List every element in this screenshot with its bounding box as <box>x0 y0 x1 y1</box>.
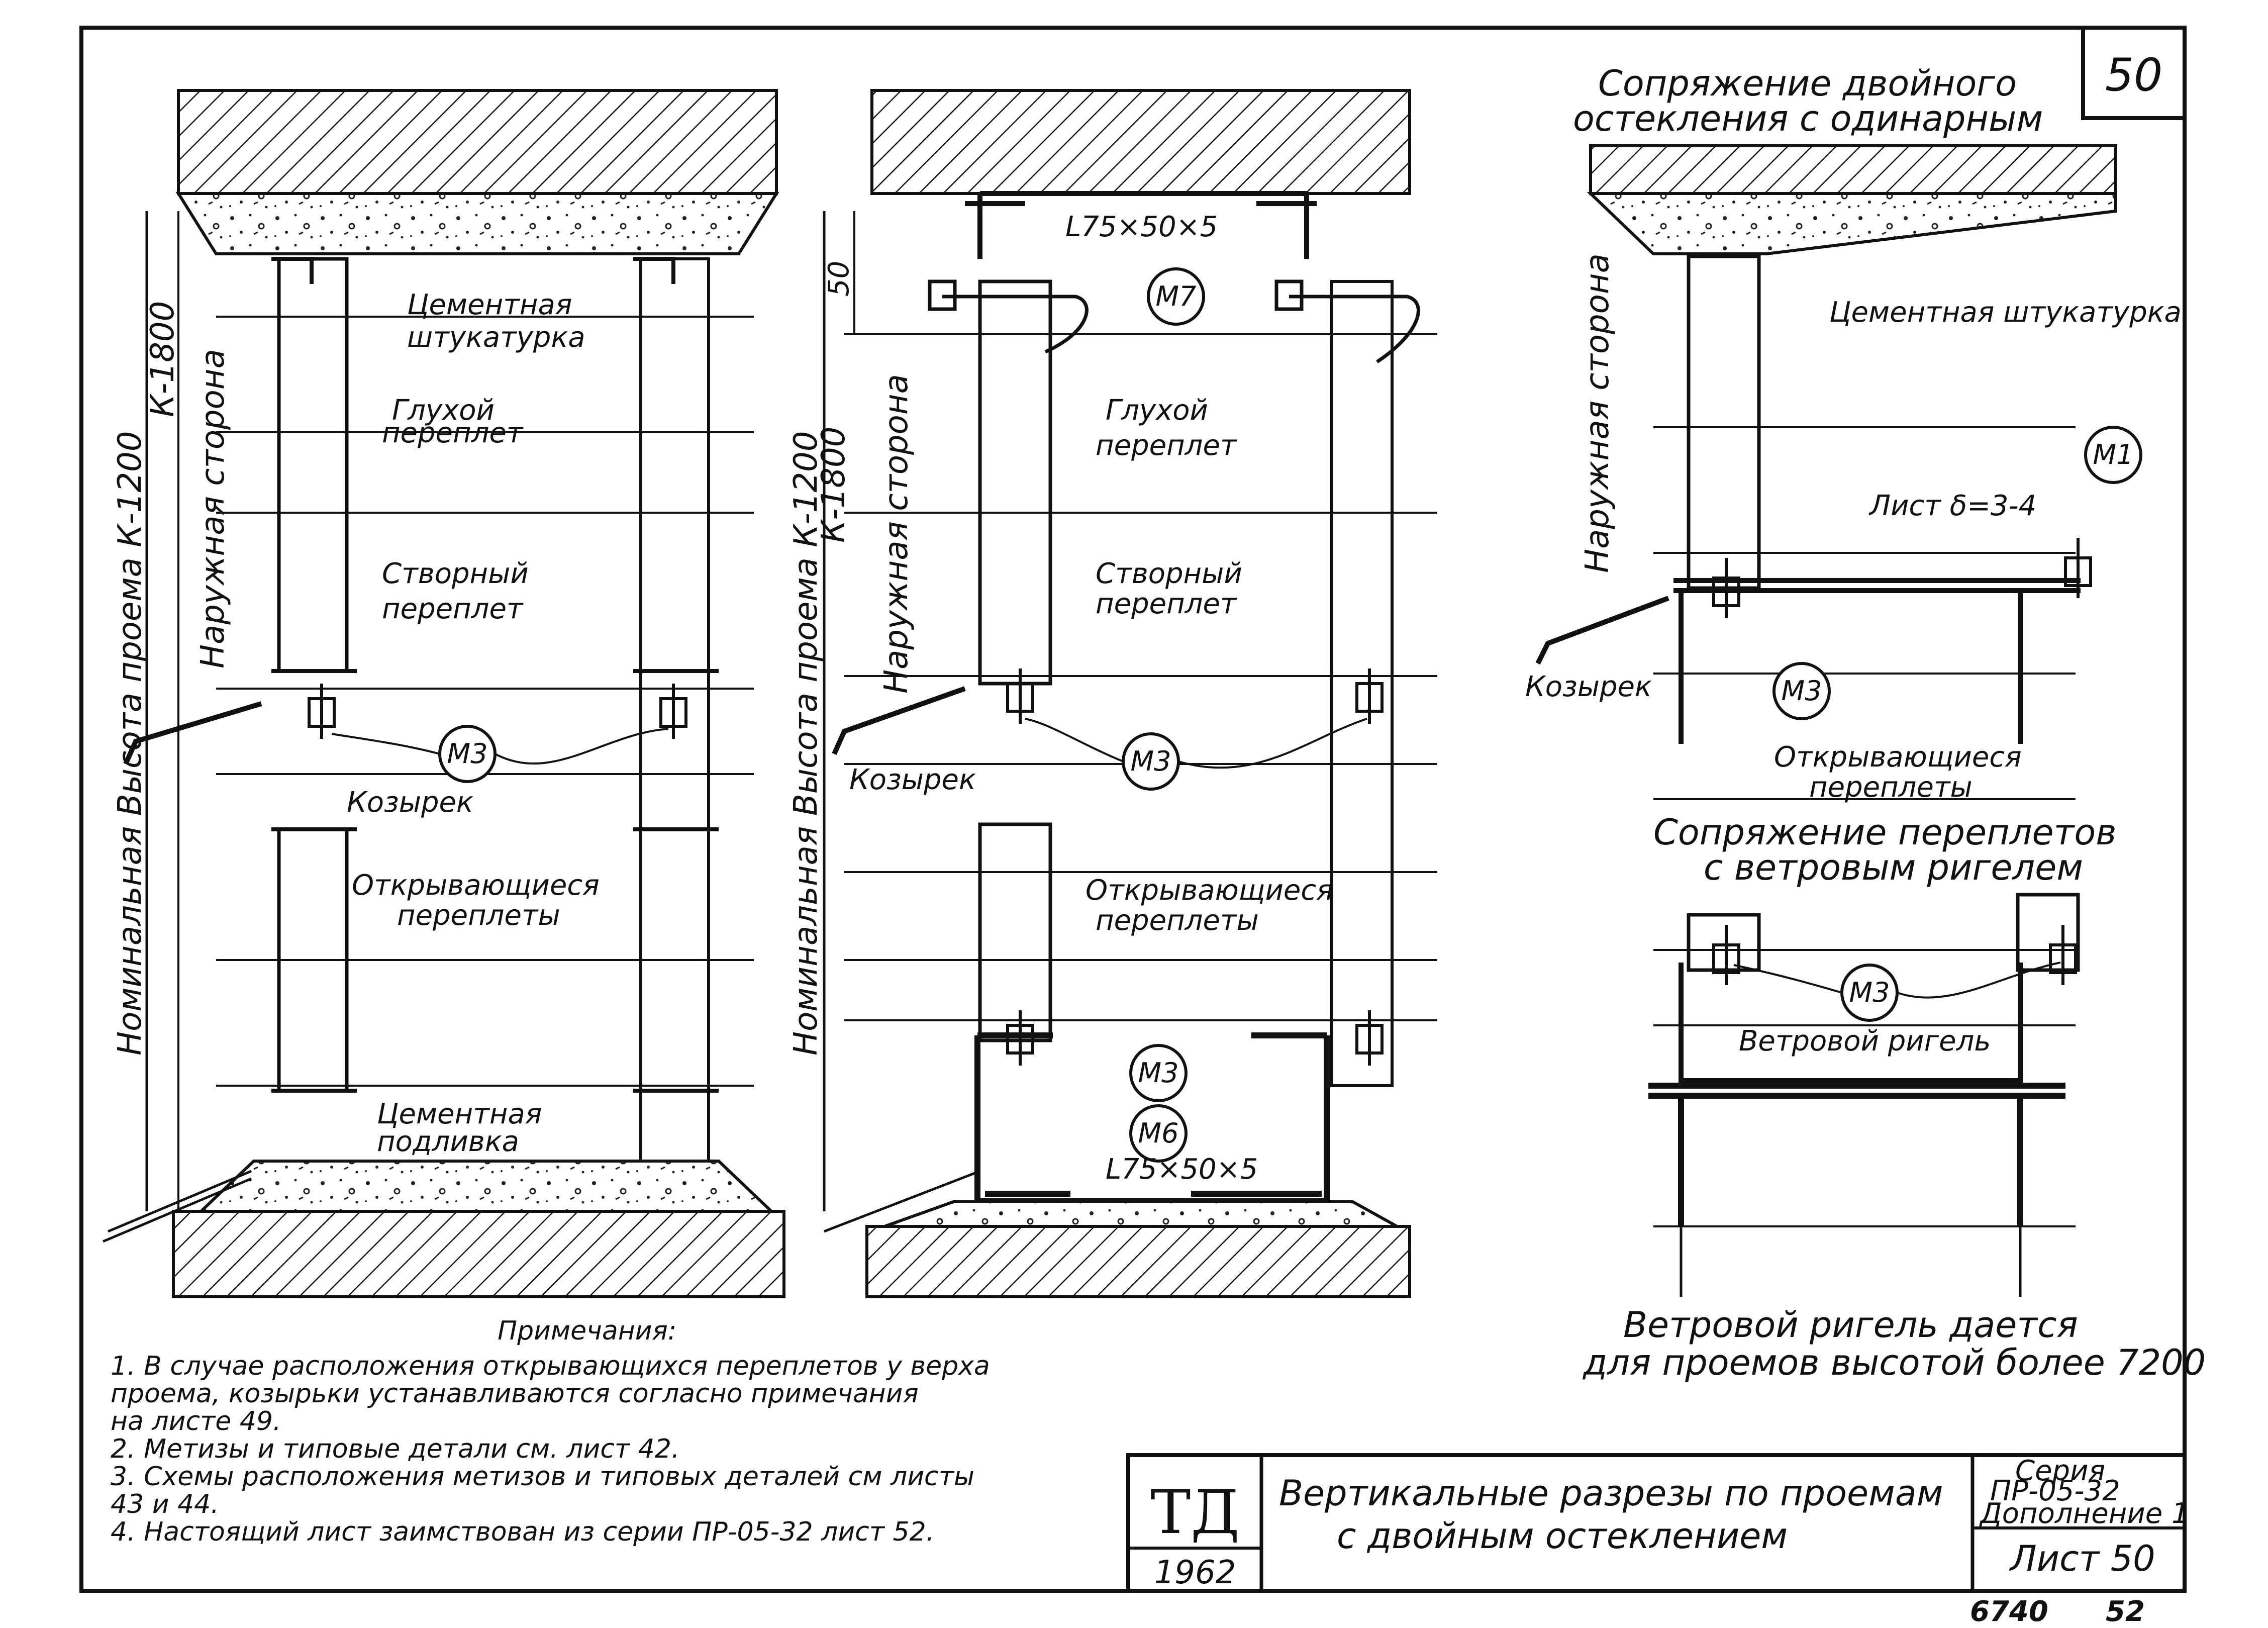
middle-angle-bottom: L75×50×5 <box>1106 1153 1258 1186</box>
right-plaster <box>1587 192 2117 255</box>
notes: Примечания: 1. В случае расположения отк… <box>111 1316 990 1547</box>
note-line: проема, козырьки устанавливаются согласн… <box>111 1379 919 1409</box>
svg-text:М3: М3 <box>1131 745 1171 777</box>
right-label-opening-2: переплеты <box>1809 771 1973 804</box>
sheet-number: 50 <box>2105 49 2163 102</box>
svg-text:М3: М3 <box>1138 1057 1179 1089</box>
svg-text:М1: М1 <box>2093 439 2134 470</box>
right-visor <box>1535 596 1669 665</box>
middle-label-fixed-2: переплет <box>1096 429 1237 462</box>
middle-dim-label: Номинальная Высота проема К-1200 <box>787 431 825 1056</box>
left-sill <box>172 1210 785 1298</box>
svg-text:М6: М6 <box>1138 1117 1179 1149</box>
title-block: ТД 1962 Вертикальные разрезы по проемам … <box>1126 1453 2190 1593</box>
left-label-plaster-2: штукатурка <box>407 321 585 354</box>
left-label-opening: Открывающиеся <box>352 869 600 902</box>
logo-td: ТД <box>1150 1478 1240 1548</box>
middle-label-hinged: Створный <box>1096 557 1242 590</box>
middle-lintel <box>870 89 1411 195</box>
left-label-hinged: Створный <box>382 557 529 590</box>
right-label-visor: Козырек <box>1525 671 1652 703</box>
middle-dim-50: 50 <box>823 261 855 297</box>
right-label-sheet: Лист δ=3-4 <box>1868 490 2036 522</box>
note-line: 1. В случае расположения открывающихся п… <box>111 1351 990 1381</box>
right-note-2: для проемов высотой более 7200 <box>1583 1342 2206 1383</box>
left-label-opening-2: переплеты <box>397 899 560 932</box>
middle-section: Номинальная Высота проема К-1200 К-1800 … <box>787 89 1437 1298</box>
left-lintel <box>177 89 778 195</box>
middle-angle-top: L75×50×5 <box>1065 211 1218 243</box>
right-label-wind-beam: Ветровой ригель <box>1739 1025 1991 1058</box>
left-side-label: Наружная сторона <box>194 349 232 668</box>
middle-mark-m7: М7 <box>1147 267 1205 326</box>
right-section: Сопряжение двойного остекления с одинарн… <box>1525 63 2206 1383</box>
svg-text:М3: М3 <box>447 738 488 770</box>
right-title-3: Сопряжение переплетов <box>1653 812 2116 853</box>
series-3: Дополнение 1 <box>1979 1497 2190 1530</box>
middle-mark-m3-upper: М3 <box>1122 732 1180 791</box>
middle-dim-label-2: К-1800 <box>815 427 852 543</box>
middle-label-hinged-2: переплет <box>1096 588 1237 620</box>
title-line-1: Вертикальные разрезы по проемам <box>1279 1473 1943 1514</box>
title-line-2: с двойным остеклением <box>1337 1515 1788 1557</box>
note-line: 3. Схемы расположения метизов и типовых … <box>111 1462 974 1492</box>
notes-heading: Примечания: <box>498 1316 676 1346</box>
right-title-1: Сопряжение двойного <box>1598 63 2017 104</box>
right-lintel <box>1589 144 2117 195</box>
middle-visor <box>832 686 966 755</box>
right-label-opening: Открывающиеся <box>1774 741 2022 774</box>
left-label-fixed-2: переплет <box>382 417 524 449</box>
note-line: 4. Настоящий лист заимствован из серии П… <box>111 1517 934 1547</box>
note-line: 2. Метизы и типовые детали см. лист 42. <box>111 1434 679 1464</box>
left-plaster <box>175 192 779 255</box>
svg-text:М7: М7 <box>1156 280 1197 312</box>
right-side-label: Наружная сторона <box>1579 253 1616 573</box>
middle-label-visor: Козырек <box>849 763 976 796</box>
left-label-plaster: Цементная <box>407 289 572 321</box>
series-2: ПР-05-32 <box>1990 1475 2120 1507</box>
left-visor <box>123 701 262 765</box>
sheet-label: Лист 50 <box>2009 1538 2155 1579</box>
right-mark-m3-top: М3 <box>1772 662 1831 720</box>
left-dim-label: Номинальная Высота проема К-1200 <box>112 431 149 1056</box>
middle-label-opening: Открывающиеся <box>1086 874 1333 907</box>
note-line: на листе 49. <box>111 1406 281 1437</box>
left-label-visor: Козырек <box>347 786 473 819</box>
sheet-number-box: 50 <box>2081 26 2187 120</box>
middle-mark-m3-lower: М3 <box>1129 1044 1188 1102</box>
middle-side-label: Наружная сторона <box>878 374 915 694</box>
bottom-code-1: 6740 <box>1970 1595 2048 1626</box>
right-title-4: с ветровым ригелем <box>1704 847 2083 888</box>
middle-top-channel <box>965 191 1317 259</box>
svg-text:М3: М3 <box>1782 675 1822 707</box>
right-mark-m1: М1 <box>2084 426 2142 484</box>
middle-label-opening-2: переплеты <box>1096 904 1259 937</box>
svg-text:М3: М3 <box>1849 977 1890 1008</box>
left-label-fixed: Глухой <box>392 394 495 427</box>
left-label-grout: Цементная <box>377 1098 542 1130</box>
right-mark-m3-bottom: М3 <box>1840 964 1899 1022</box>
right-wind-beam <box>1648 1083 2065 1226</box>
middle-sill <box>865 1225 1411 1298</box>
bottom-code-2: 52 <box>2106 1595 2145 1626</box>
left-section: Номинальная Высота проема К-1200 К-1800 … <box>103 89 785 1298</box>
right-title-2: остекления с одинарным <box>1573 98 2043 139</box>
middle-label-fixed: Глухой <box>1106 394 1208 427</box>
right-note-1: Ветровой ригель дается <box>1623 1304 2078 1346</box>
series-1: Серия <box>2015 1455 2105 1487</box>
left-mark-m3: М3 <box>438 725 497 783</box>
left-grout <box>197 1160 775 1213</box>
left-dim-label-2: К-1800 <box>144 301 181 417</box>
middle-mark-m6: М6 <box>1129 1104 1188 1163</box>
note-line: 43 и 44. <box>111 1489 219 1519</box>
left-label-hinged-2: переплет <box>382 593 524 625</box>
year: 1962 <box>1154 1554 1236 1591</box>
left-label-grout-2: подливка <box>377 1125 519 1158</box>
middle-grout <box>883 1200 1403 1228</box>
right-label-plaster: Цементная штукатурка <box>1829 296 2182 329</box>
